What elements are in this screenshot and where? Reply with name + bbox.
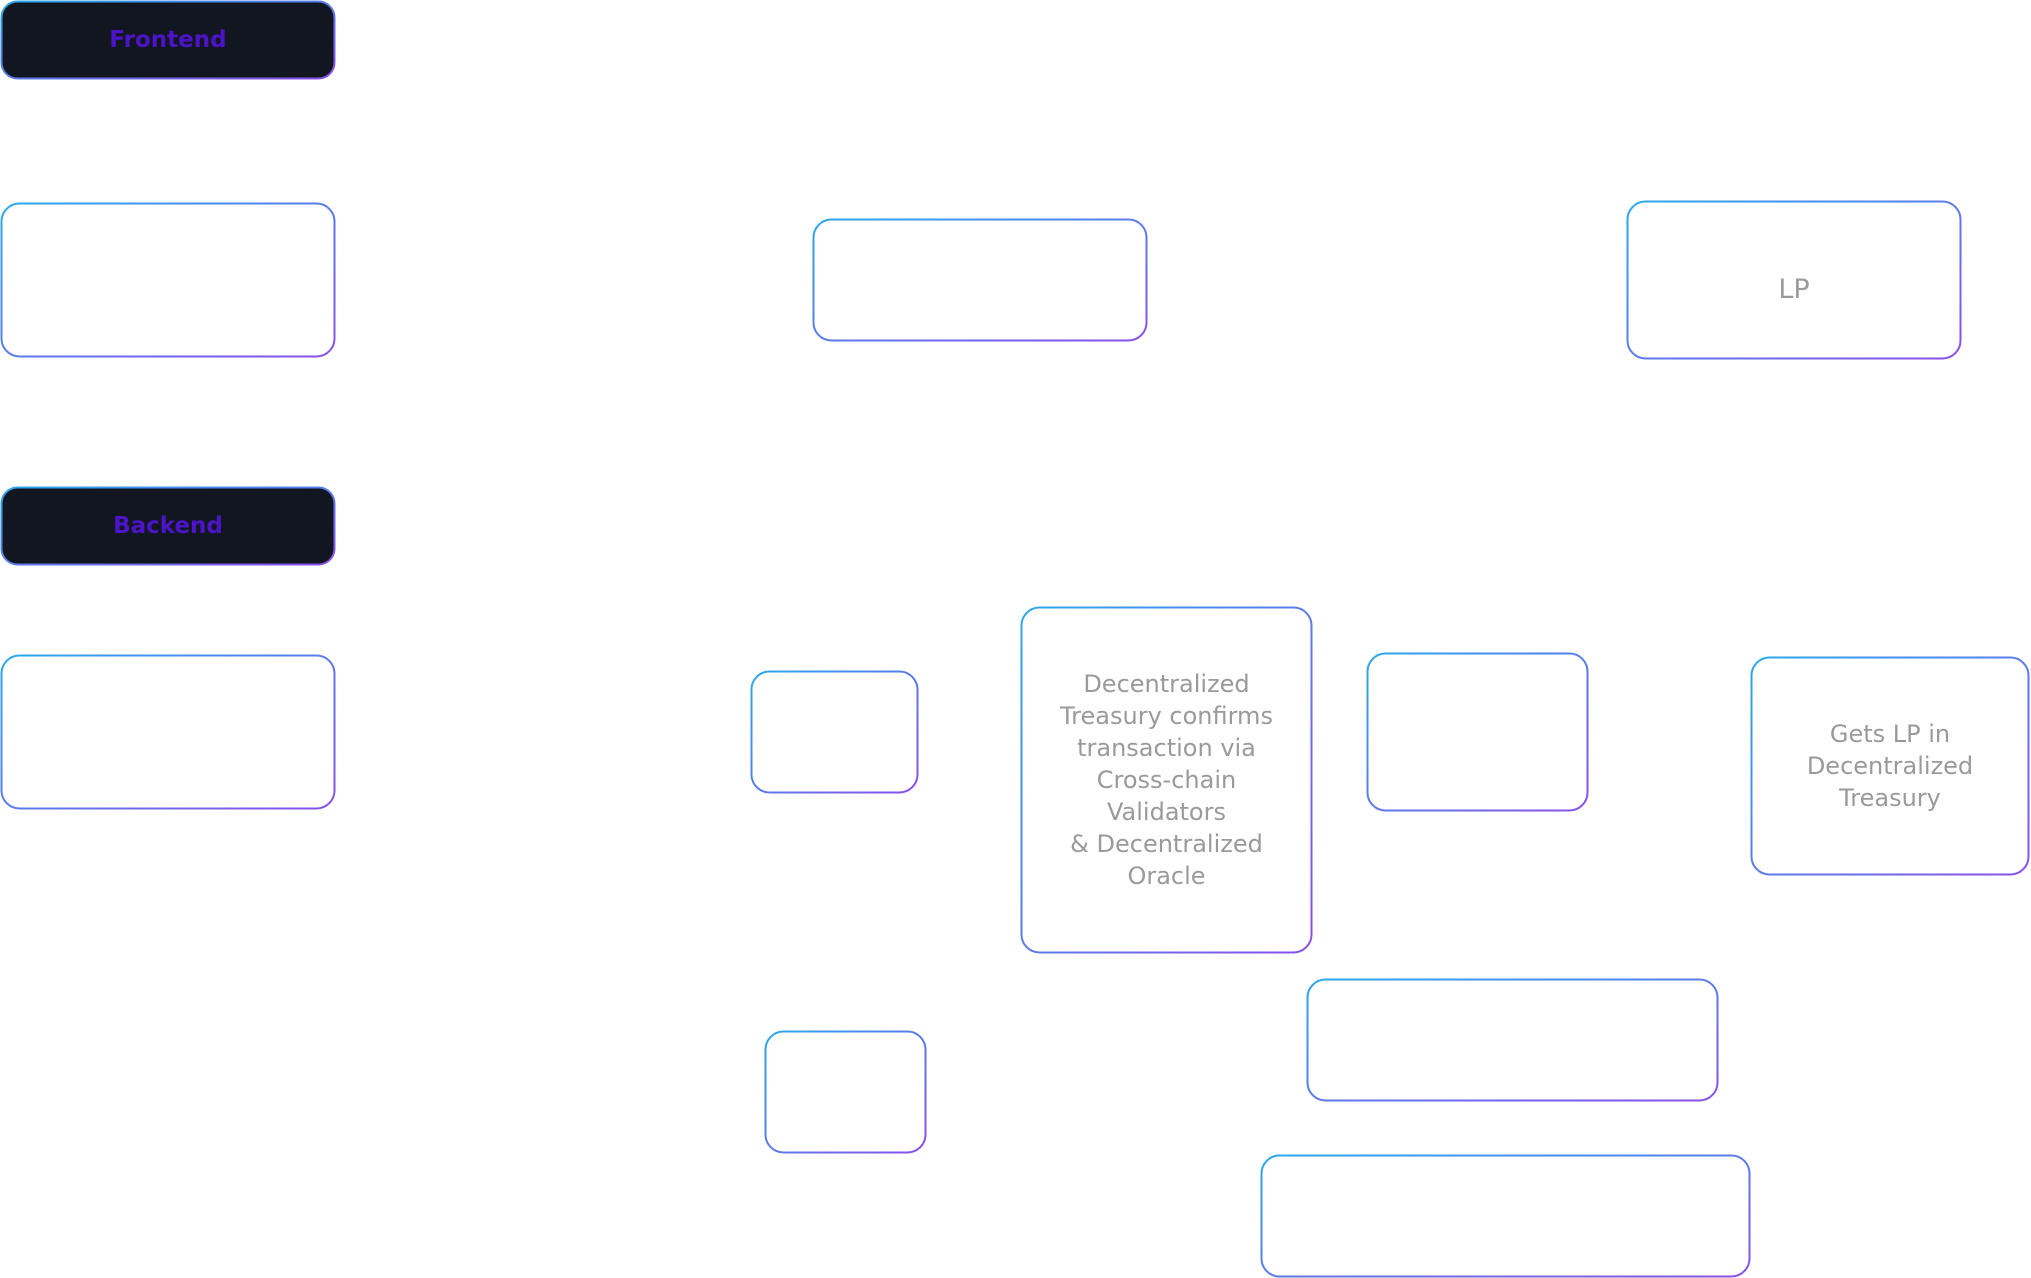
- treasury-confirms-node: [1020, 606, 1313, 954]
- gets-lp-node: [1750, 656, 2030, 876]
- lower-wide-node-2: [1260, 1154, 1751, 1278]
- frontend-middle-node: [812, 218, 1148, 342]
- lower-small-node: [764, 1030, 927, 1154]
- lower-wide-node-1: [1306, 978, 1719, 1102]
- backend-left-node: [0, 654, 336, 810]
- backend-right-node: [1366, 652, 1589, 812]
- lp-node: [1626, 200, 1962, 360]
- backend-header-box: [0, 486, 336, 566]
- frontend-header-box: [0, 0, 336, 80]
- frontend-left-node: [0, 202, 336, 358]
- backend-small-node: [750, 670, 919, 794]
